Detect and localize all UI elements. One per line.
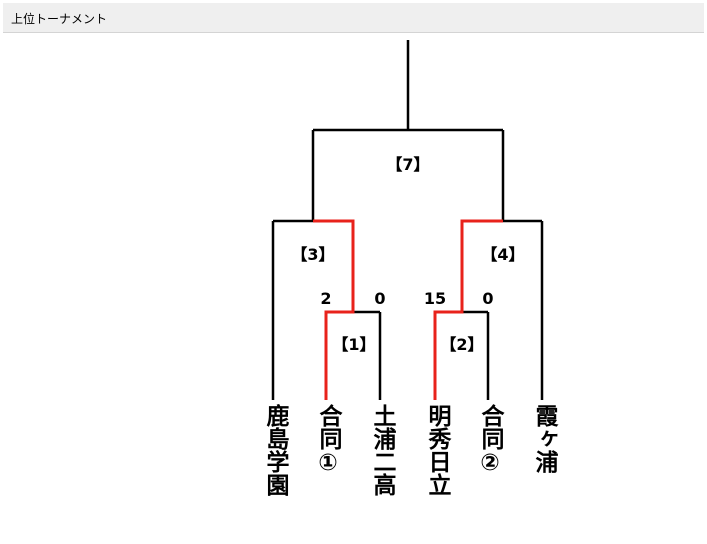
score-match-1-right: 0 (374, 289, 385, 308)
team-name-3: 土浦二高 (369, 404, 395, 496)
score-match-2-right: 0 (482, 289, 493, 308)
team-name-5: 合同② (477, 404, 503, 476)
page-title: 上位トーナメント (11, 12, 108, 26)
team-name-1: 鹿島学園 (262, 404, 288, 496)
match-3-label: 【3】 (291, 245, 334, 264)
match-7-label: 【7】 (386, 155, 429, 174)
score-match-2-left: 15 (424, 289, 446, 308)
team-name-6: 霞ヶ浦 (531, 404, 557, 473)
match-4-label: 【4】 (481, 245, 524, 264)
winner-path-team-4 (433, 219, 503, 400)
winner-paths (313, 219, 503, 400)
winner-path-team-2 (313, 219, 355, 400)
team-name-2: 合同① (315, 404, 341, 476)
match-1-label: 【1】 (332, 335, 375, 354)
team-name-4: 明秀日立 (424, 404, 450, 496)
score-match-1-left: 2 (320, 289, 331, 308)
page-header: 上位トーナメント (3, 3, 704, 33)
match-2-label: 【2】 (440, 335, 483, 354)
